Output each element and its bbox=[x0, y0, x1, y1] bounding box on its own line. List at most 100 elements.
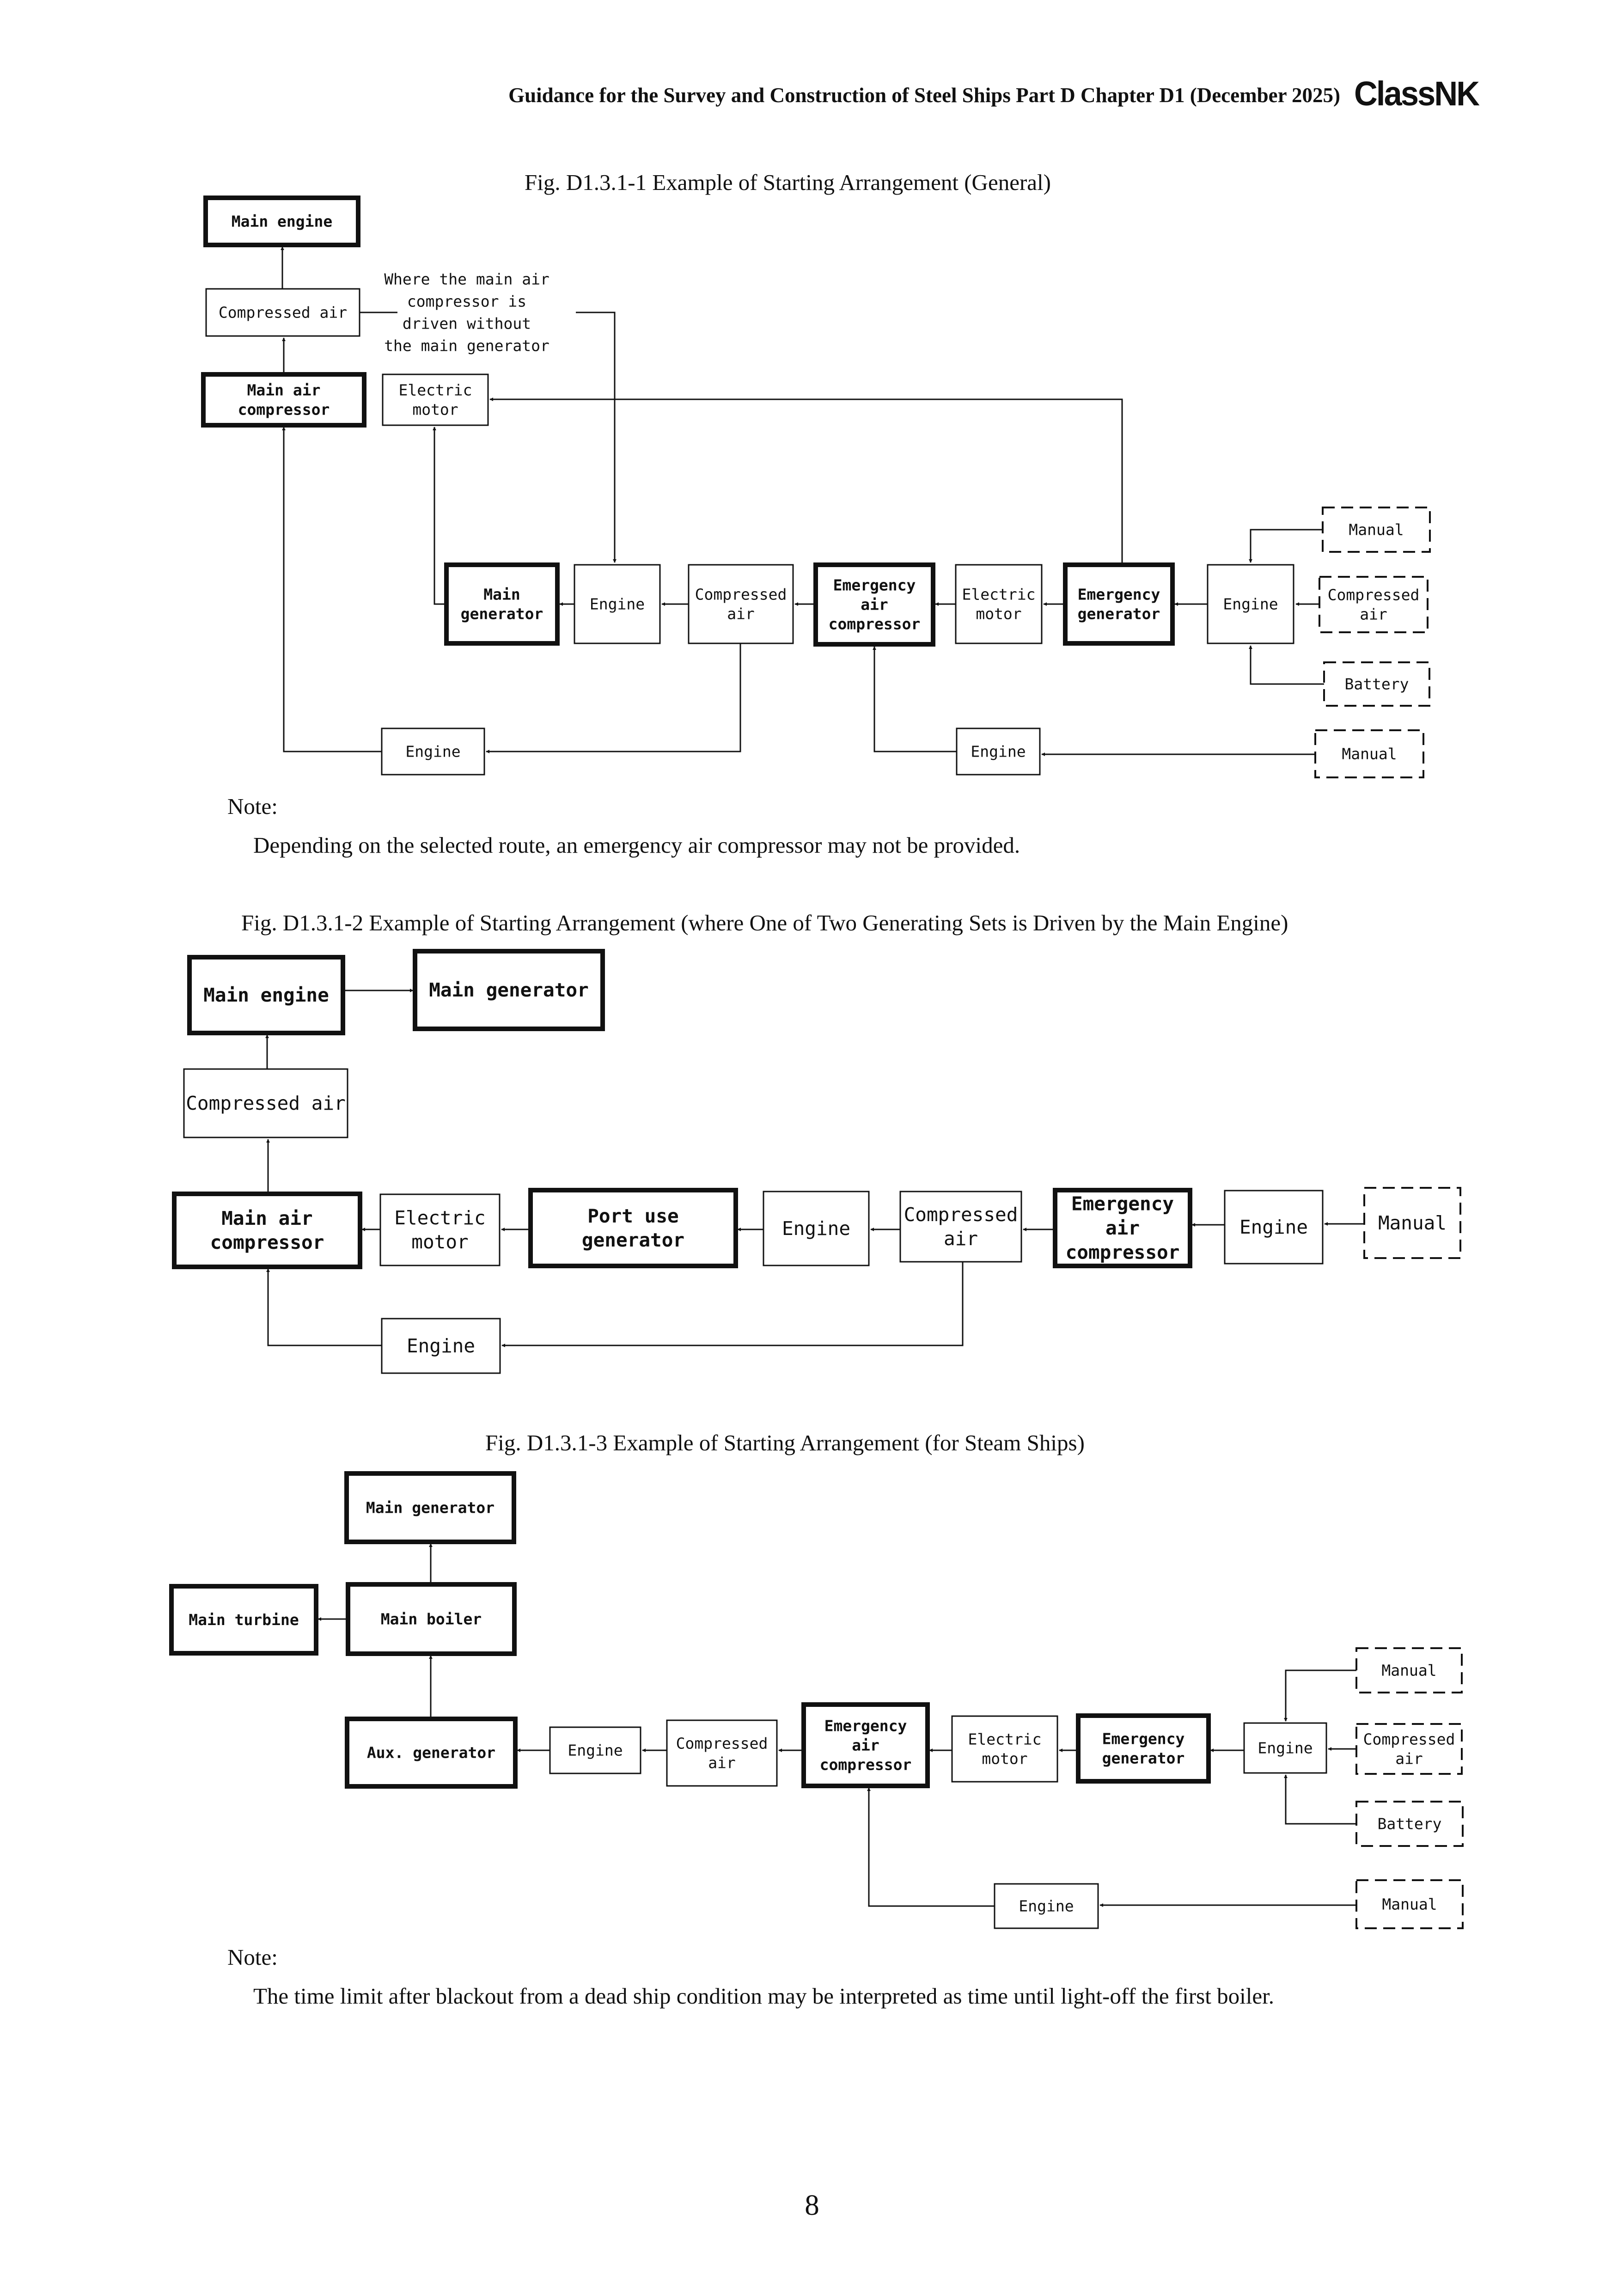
connector-arrow bbox=[1284, 1774, 1356, 1825]
figure-1-annotation-line: compressor is bbox=[407, 293, 526, 311]
box-label-line: Compressed bbox=[904, 1204, 1018, 1226]
box-label-line: Electric bbox=[394, 1207, 485, 1229]
box-label-line: Engine bbox=[1239, 1216, 1308, 1238]
box-label-line: Electric bbox=[399, 381, 472, 399]
figure-1-note-label: Note: bbox=[227, 794, 278, 819]
box-label-line: Electric bbox=[962, 585, 1036, 603]
box-label-line: Electric bbox=[968, 1730, 1042, 1748]
box-label-line: Emergency bbox=[1071, 1193, 1174, 1215]
figure2-engine-1-box: Engine bbox=[763, 1191, 870, 1266]
box-label-line: Port use bbox=[587, 1205, 678, 1227]
figure-1-annotation-line: driven without bbox=[403, 315, 531, 333]
box-label-line: Engine bbox=[405, 743, 460, 761]
connector-arrow bbox=[433, 427, 446, 605]
figure3-compressed-air-mid-box: Compressed air bbox=[666, 1719, 778, 1787]
box-label-line: Main generator bbox=[429, 979, 589, 1001]
figure1-electric-motor-mid-box: Electric motor bbox=[955, 564, 1043, 644]
page-number: 8 bbox=[805, 2189, 819, 2221]
figure3-battery-box: Battery bbox=[1355, 1801, 1464, 1847]
box-label-line: Main air bbox=[221, 1207, 312, 1229]
box-label-line: air bbox=[708, 1754, 736, 1772]
box-label-line: Battery bbox=[1377, 1815, 1441, 1833]
figure1-engine-2-box: Engine bbox=[1207, 564, 1294, 644]
connector-arrow bbox=[486, 643, 741, 753]
figure2-engine-bottom-box: Engine bbox=[381, 1318, 501, 1374]
box-label-line: motor bbox=[976, 605, 1021, 623]
figure-3-note-text: The time limit after blackout from a dea… bbox=[253, 1983, 1274, 2009]
box-label-line: air bbox=[852, 1736, 879, 1754]
connector-arrow bbox=[489, 397, 1123, 565]
box-label-line: Manual bbox=[1381, 1662, 1436, 1680]
figure1-battery-box: Battery bbox=[1323, 661, 1430, 707]
box-label-line: compressor bbox=[1066, 1241, 1180, 1263]
figure2-main-engine-box: Main engine bbox=[187, 955, 345, 1035]
box-label-line: Engine bbox=[568, 1742, 623, 1760]
figure3-main-boiler-box: Main boiler bbox=[346, 1582, 517, 1656]
box-label-line: air bbox=[1395, 1750, 1423, 1768]
box-label-line: Main bbox=[483, 585, 520, 603]
connector-arrow bbox=[867, 1787, 995, 1907]
box-label-line: Compressed air bbox=[219, 304, 347, 322]
box-label-line: motor bbox=[411, 1231, 468, 1253]
box-label-line: motor bbox=[982, 1750, 1027, 1768]
box-label-line: Engine bbox=[782, 1217, 850, 1240]
box-label-line: compressor bbox=[238, 401, 330, 419]
box-label-line: compressor bbox=[829, 615, 921, 633]
figure-1-title: Fig. D1.3.1-1 Example of Starting Arrang… bbox=[525, 170, 1051, 195]
figure1-engine-1-box: Engine bbox=[574, 564, 661, 644]
box-label-line: Main generator bbox=[366, 1499, 495, 1517]
box-label-line: generator bbox=[461, 605, 543, 623]
figure-1-annotation-line: Where the main air bbox=[384, 270, 549, 288]
box-label-line: generator bbox=[582, 1229, 684, 1251]
box-label-line: Engine bbox=[590, 595, 645, 613]
box-label-line: Battery bbox=[1344, 675, 1409, 693]
figure3-aux-generator-box: Aux. generator bbox=[345, 1717, 518, 1789]
figure2-manual-box: Manual bbox=[1363, 1187, 1461, 1259]
box-label-line: Manual bbox=[1349, 521, 1404, 539]
figure-3-title: Fig. D1.3.1-3 Example of Starting Arrang… bbox=[485, 1430, 1085, 1455]
figure1-compressed-air-top-box: Compressed air bbox=[205, 288, 360, 337]
box-label-line: compressor bbox=[210, 1231, 324, 1253]
box-label-line: Main turbine bbox=[189, 1611, 299, 1629]
box-label-line: Compressed bbox=[676, 1734, 768, 1752]
figure3-engine-bottom-box: Engine bbox=[994, 1883, 1099, 1929]
box-label-line: Aux. generator bbox=[367, 1744, 495, 1762]
box-label-line: Main engine bbox=[232, 213, 333, 231]
figure3-engine-1-box: Engine bbox=[549, 1726, 641, 1774]
box-label-line: Compressed air bbox=[186, 1092, 346, 1114]
connector-arrow bbox=[1284, 1669, 1356, 1722]
box-label-line: generator bbox=[1102, 1749, 1185, 1767]
connector-arrow bbox=[266, 1268, 382, 1346]
figure3-manual-bottom-box: Manual bbox=[1355, 1879, 1464, 1929]
figure-1-annotation-line: the main generator bbox=[384, 337, 549, 355]
figure3-manual-top-box: Manual bbox=[1355, 1647, 1463, 1693]
box-label-line: Manual bbox=[1378, 1212, 1447, 1234]
figure3-main-generator-box: Main generator bbox=[344, 1471, 516, 1544]
box-label-line: Main engine bbox=[203, 984, 329, 1006]
box-label-line: Emergency bbox=[824, 1717, 907, 1735]
connector-arrow bbox=[1249, 645, 1324, 685]
figure1-engine-bottom-left-box: Engine bbox=[381, 727, 485, 776]
box-label-line: Emergency bbox=[1078, 585, 1160, 603]
figure1-engine-bottom-right-box: Engine bbox=[956, 727, 1041, 776]
figure3-electric-motor-box: Electric motor bbox=[951, 1715, 1058, 1783]
figure2-compressed-air-top-box: Compressed air bbox=[183, 1068, 348, 1138]
figure1-main-engine-box: Main engine bbox=[203, 196, 360, 247]
figure-2-title: Fig. D1.3.1-2 Example of Starting Arrang… bbox=[241, 910, 1288, 935]
figure1-manual-top-box: Manual bbox=[1322, 507, 1431, 553]
connector-arrow bbox=[282, 427, 382, 752]
box-label-line: Manual bbox=[1382, 1895, 1437, 1913]
